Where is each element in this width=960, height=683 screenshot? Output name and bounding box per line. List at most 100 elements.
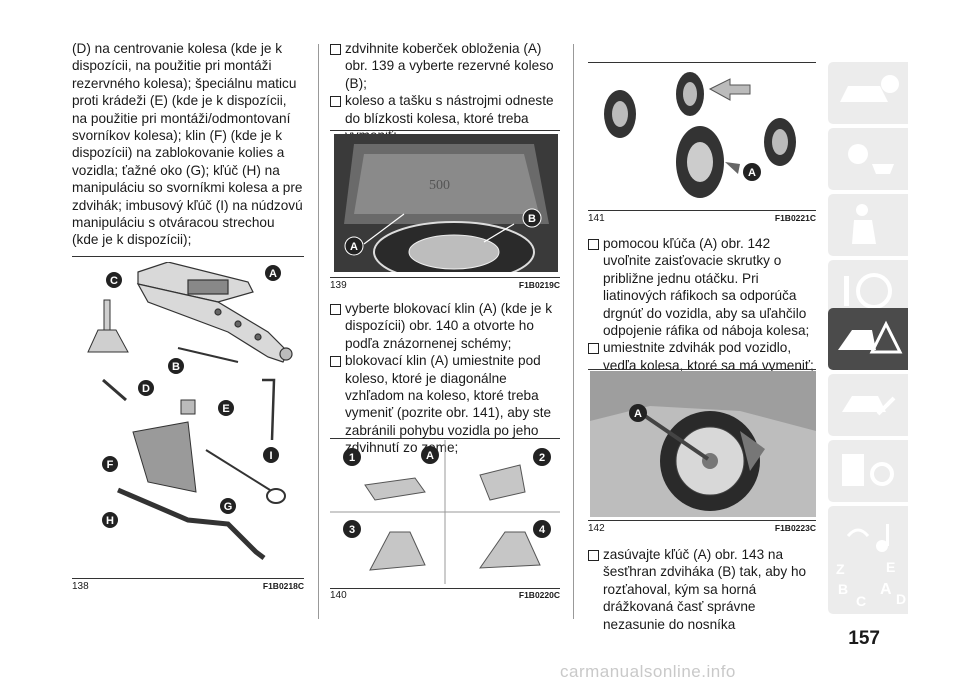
bullet-item: zasúvajte kľúč (A) obr. 143 na šesťhran … [588, 546, 820, 633]
music-note-icon [846, 524, 889, 552]
svg-text:A: A [426, 450, 434, 462]
bullet-item: blokovací klin (A) umiestnite pod koleso… [330, 352, 562, 456]
svg-text:B: B [528, 213, 536, 225]
fig138-caption: 138 F1B0218C [72, 581, 304, 592]
fig138-code: F1B0218C [262, 581, 304, 591]
badge-a: A [265, 265, 281, 281]
tab-dashboard-lights[interactable] [828, 128, 908, 190]
fig140-top-rule [330, 438, 560, 439]
svg-text:A: A [880, 581, 892, 598]
fig142-caption: 142 F1B0223C [588, 523, 816, 534]
tab-car-info[interactable] [828, 62, 908, 124]
figure-138-tools: A B C D E F G H I [87, 262, 293, 560]
badge-b: B [522, 208, 542, 228]
badge-c: C [106, 272, 122, 288]
wheel-illustration [604, 72, 796, 198]
bullet-item: pomocou kľúča (A) obr. 142 uvoľnite zais… [588, 235, 820, 339]
fig139-caption: 139 F1B0219C [330, 280, 560, 291]
centering-rod [102, 378, 127, 402]
badge-i: I [263, 447, 279, 463]
checkbox-icon [588, 239, 599, 250]
checkbox-icon [330, 44, 341, 55]
tab-technical-data[interactable] [828, 440, 908, 502]
fig141-bottom-rule [588, 210, 816, 211]
badge-b: B [168, 358, 184, 374]
figure-141-wheels: A [604, 72, 796, 198]
svg-text:E: E [886, 559, 895, 575]
fig138-bottom-rule [72, 578, 304, 579]
badge-d: D [138, 380, 154, 396]
badge-a: A [344, 236, 364, 256]
fig140-caption: 140 F1B0220C [330, 590, 560, 601]
allen-key [262, 378, 276, 441]
centering-tool [87, 299, 129, 353]
svg-text:A: A [748, 167, 756, 179]
wheel-chock [132, 421, 197, 493]
svg-text:H: H [106, 515, 114, 527]
car-info-icon [840, 75, 899, 102]
svg-text:D: D [142, 383, 150, 395]
fig140-number: 140 [330, 590, 347, 601]
checkbox-icon [330, 96, 341, 108]
fig142-number: 142 [588, 523, 605, 534]
tab-maintenance[interactable] [828, 374, 908, 436]
column-3-bottom: zasúvajte kľúč (A) obr. 143 na šesťhran … [588, 546, 820, 633]
svg-text:C: C [110, 275, 118, 287]
bullet-item: vyberte blokovací klin (A) (kde je k dis… [330, 300, 562, 352]
svg-text:C: C [856, 593, 866, 609]
fig139-code: F1B0219C [518, 280, 560, 290]
fig141-number: 141 [588, 213, 605, 224]
column-3-mid: pomocou kľúča (A) obr. 142 uvoľnite zais… [588, 235, 820, 374]
svg-text:D: D [896, 591, 906, 607]
badge-a: A [421, 446, 439, 464]
svg-text:E: E [222, 403, 229, 415]
fig141-code: F1B0221C [774, 213, 816, 223]
tab-emergency[interactable] [828, 308, 908, 370]
anti-theft-nut [180, 399, 196, 415]
page-number: 157 [848, 628, 880, 649]
fig140-code: F1B0220C [518, 590, 560, 600]
tab-index[interactable]: Z E B A C D [828, 554, 908, 614]
checkbox-icon [588, 550, 599, 561]
column-2: zdvihnite koberček obloženia (A) obr. 13… [330, 40, 562, 144]
fig141-caption: 141 F1B0221C [588, 213, 816, 224]
fig138-number: 138 [72, 581, 89, 592]
svg-text:3: 3 [349, 524, 355, 536]
figure-139-trunk: 500 A B [334, 134, 558, 272]
svg-text:B: B [838, 581, 848, 597]
svg-text:G: G [224, 501, 233, 513]
wheel-wrench [117, 487, 266, 560]
svg-text:F: F [107, 459, 114, 471]
column-2-mid: vyberte blokovací klin (A) (kde je k dis… [330, 300, 562, 457]
jack-illustration [136, 262, 293, 363]
seatbelt-icon [852, 204, 876, 244]
badge-a: A [629, 404, 647, 422]
badge-3: 3 [343, 520, 361, 538]
tab-safety[interactable] [828, 194, 908, 256]
screwdriver [177, 347, 239, 363]
figure-142-wheel-wrench: A [590, 371, 816, 517]
emergency-triangle-icon [838, 320, 903, 354]
fig142-top-rule [588, 369, 816, 370]
svg-text:I: I [269, 450, 272, 462]
col1-paragraph: (D) na centrovanie kolesa (kde je k disp… [72, 41, 303, 248]
fig138-top-rule [72, 256, 304, 257]
checkbox-icon [330, 304, 341, 315]
svg-text:A: A [634, 408, 642, 420]
alphabet-index-icon: Z E B A C D [836, 559, 906, 609]
svg-text:A: A [269, 268, 277, 280]
badge-2: 2 [533, 448, 551, 466]
badge-e: E [218, 400, 234, 416]
tow-hook [205, 449, 286, 504]
badge-a: A [743, 163, 761, 181]
steering-wheel-icon [844, 273, 892, 309]
svg-text:A: A [350, 241, 358, 253]
fig141-top-rule [588, 62, 816, 63]
arrow-icon [708, 78, 751, 101]
fig139-bottom-rule [330, 277, 560, 278]
checkbox-icon [330, 356, 341, 368]
badge-4: 4 [533, 520, 551, 538]
svg-text:4: 4 [539, 524, 546, 536]
fig142-code: F1B0223C [774, 523, 816, 533]
gear-icon [842, 454, 894, 486]
